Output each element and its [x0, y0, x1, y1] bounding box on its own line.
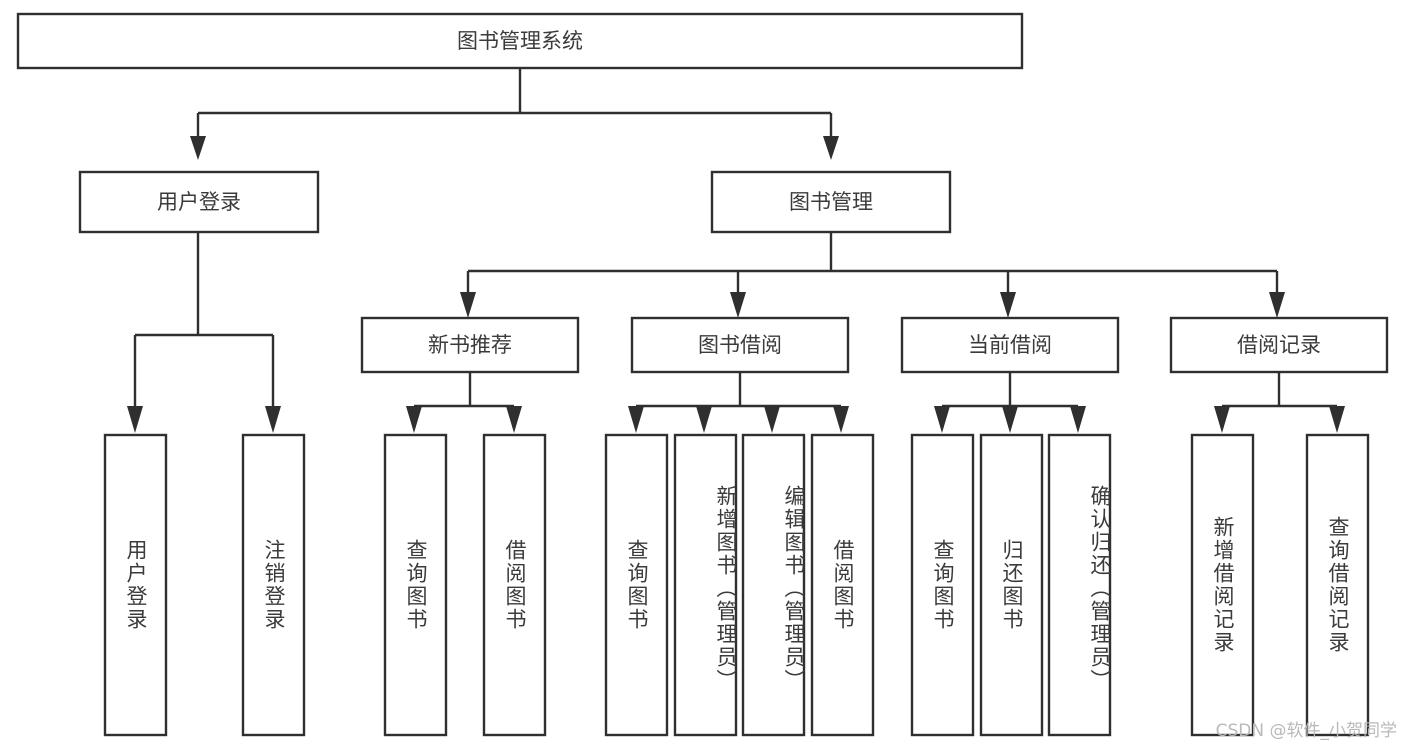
connector-group-book-manage [460, 233, 1285, 318]
node-current-borrow-box[interactable] [900, 316, 1120, 374]
arrow-leaf-return-book [1002, 406, 1018, 433]
connector-group-root [190, 68, 839, 160]
connector-group-borrow-record [1214, 372, 1345, 433]
arrow-leaf-query-book-1 [406, 406, 422, 433]
node-book-borrow-label: 图书借阅 [698, 333, 782, 357]
arrow-to-book-manage [823, 136, 839, 160]
leaf-box-return-book[interactable] [979, 433, 1044, 737]
arrow-leaf-borrow-book-1 [506, 406, 522, 433]
leaf-box-user-login[interactable] [103, 433, 168, 737]
arrow-borrow-record [1269, 292, 1285, 318]
leaf-box-borrow-book-2[interactable] [810, 433, 875, 737]
arrow-current-borrow [1000, 292, 1016, 318]
arrow-leaf-user-login [127, 406, 143, 433]
arrow-leaf-add-borrow-record [1214, 406, 1230, 433]
connector-group-book-borrow [628, 372, 849, 433]
node-book-manage-box[interactable] [710, 170, 952, 234]
arrow-book-borrow [730, 292, 746, 318]
node-book-borrow[interactable]: 图书借阅 [630, 316, 850, 374]
node-user-login-label: 用户登录 [157, 190, 241, 214]
node-current-borrow[interactable]: 当前借阅 [900, 316, 1120, 374]
node-book-borrow-box[interactable] [630, 316, 850, 374]
connector-group-user-login [127, 233, 281, 433]
node-title-box[interactable] [16, 12, 1024, 70]
leaf-box-confirm-return[interactable] [1047, 433, 1112, 737]
leaf-box-add-borrow-record[interactable] [1190, 433, 1255, 737]
node-book-manage[interactable]: 图书管理 [710, 170, 952, 234]
node-new-book-recommend[interactable]: 新书推荐 [360, 316, 580, 374]
node-borrow-record-label: 借阅记录 [1237, 333, 1321, 357]
node-title-label: 图书管理系统 [457, 29, 583, 53]
node-current-borrow-label: 当前借阅 [968, 333, 1052, 357]
node-user-login[interactable]: 用户登录 [78, 170, 320, 234]
leaf-box-borrow-book-1[interactable] [482, 433, 547, 737]
leaf-box-query-book-2[interactable] [604, 433, 669, 737]
arrow-new-book-recommend [460, 292, 476, 318]
arrow-leaf-query-borrow-record [1329, 406, 1345, 433]
arrow-leaf-confirm-return [1070, 406, 1086, 433]
node-user-login-box[interactable] [78, 170, 320, 234]
arrow-leaf-query-book-2 [628, 406, 644, 433]
arrow-leaf-query-book-3 [934, 406, 950, 433]
csdn-watermark: CSDN @软件_小贺同学 [1215, 721, 1397, 741]
node-book-manage-label: 图书管理 [789, 190, 873, 214]
arrow-leaf-borrow-book-2 [833, 406, 849, 433]
arrow-leaf-add-book [696, 406, 712, 433]
arrow-leaf-logout-login [265, 406, 281, 433]
node-borrow-record[interactable]: 借阅记录 [1169, 316, 1389, 374]
leaf-box-edit-book[interactable] [741, 433, 806, 737]
leaf-box-query-book-3[interactable] [910, 433, 975, 737]
node-title[interactable]: 图书管理系统 [16, 12, 1024, 70]
node-borrow-record-box[interactable] [1169, 316, 1389, 374]
leaf-box-logout-login[interactable] [241, 433, 306, 737]
arrow-leaf-edit-book [764, 406, 780, 433]
connector-group-new-book-recommend [406, 372, 522, 433]
arrow-to-user-login [190, 136, 206, 160]
leaf-box-add-book[interactable] [673, 433, 738, 737]
node-new-book-recommend-label: 新书推荐 [428, 333, 512, 357]
leaf-box-query-borrow-record[interactable] [1305, 433, 1370, 737]
leaf-box-query-book-1[interactable] [383, 433, 448, 737]
node-new-book-recommend-box[interactable] [360, 316, 580, 374]
connector-group-current-borrow [934, 372, 1086, 433]
